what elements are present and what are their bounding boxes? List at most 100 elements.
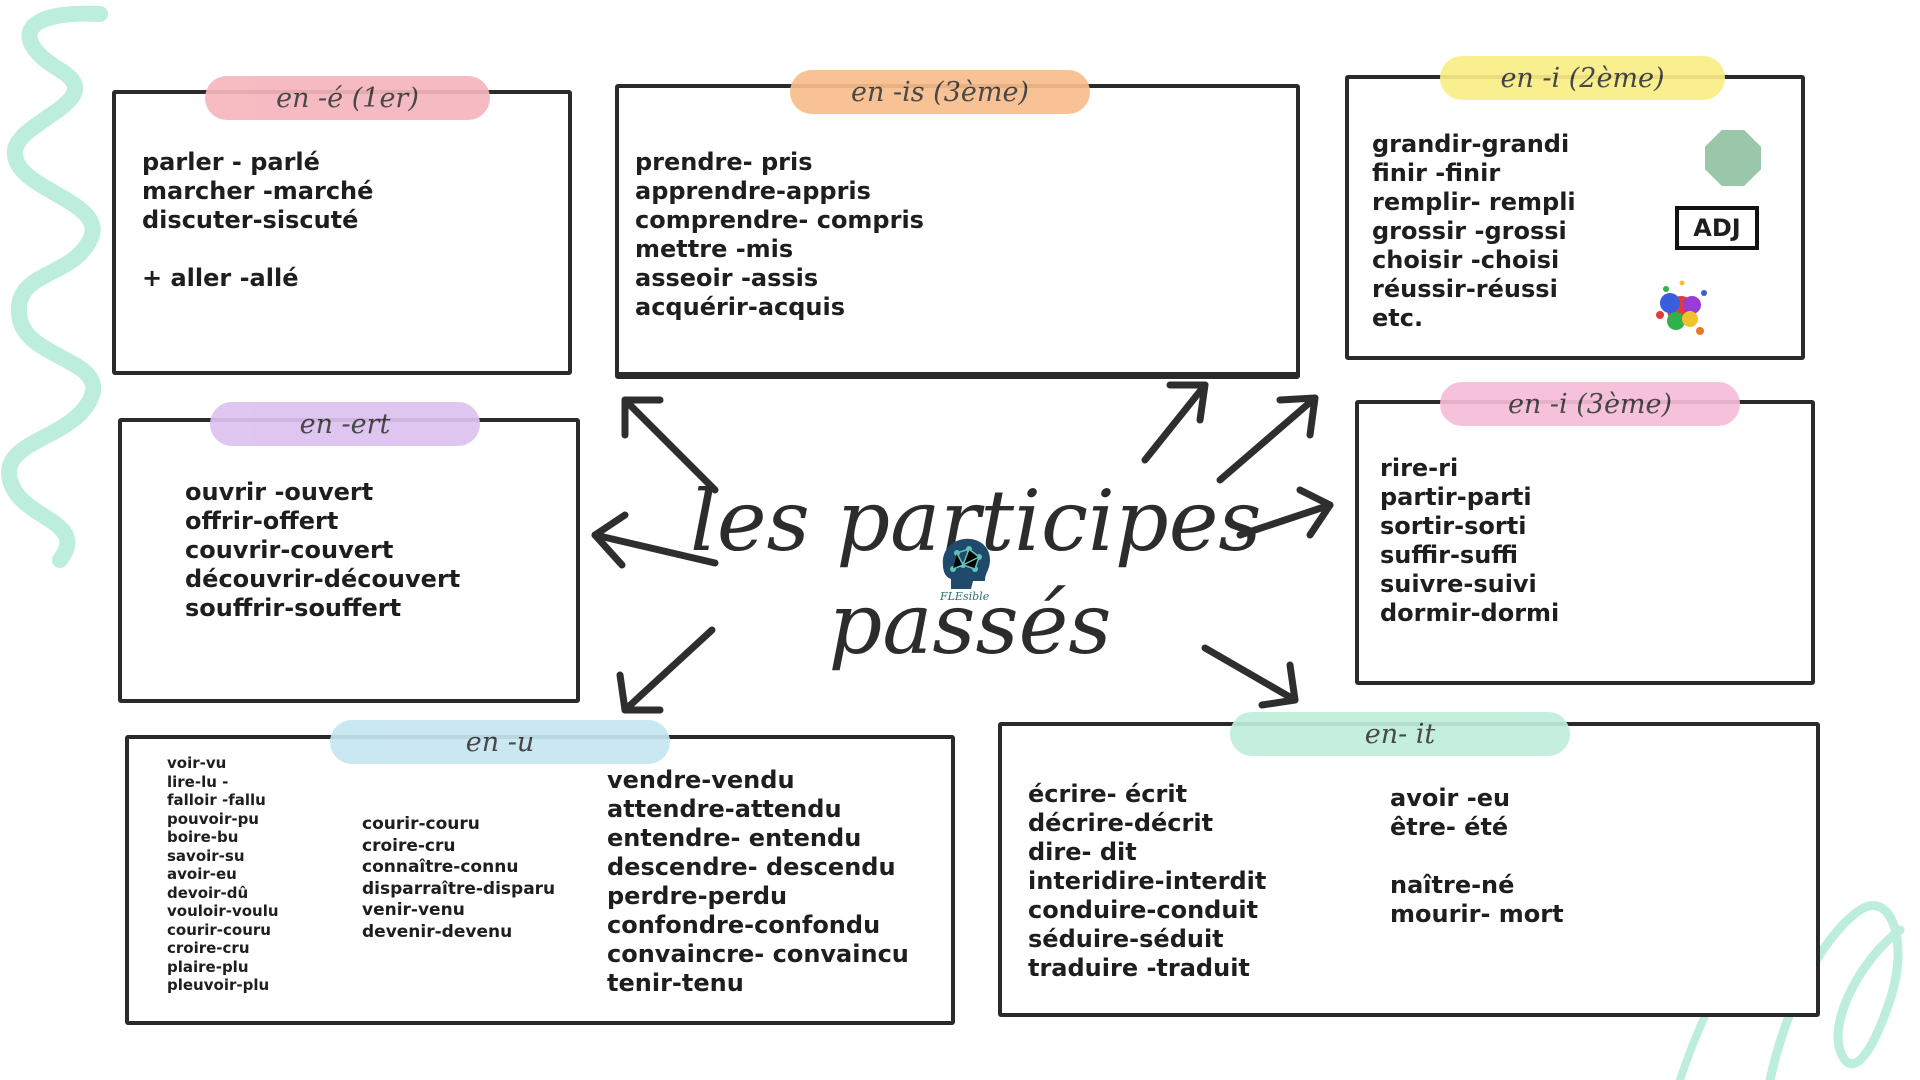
list-item: + aller -allé xyxy=(142,264,299,292)
list-item: être- été xyxy=(1390,813,1509,841)
list-item: courir-couru xyxy=(167,920,271,939)
list-item: réussir-réussi xyxy=(1372,275,1558,303)
list-item: savoir-su xyxy=(167,846,245,865)
list-item: choisir -choisi xyxy=(1372,246,1560,274)
list-item: offrir-offert xyxy=(185,507,339,535)
list-is: prendre- pris apprendre-appris comprendr… xyxy=(635,148,924,322)
list-item: etc. xyxy=(1372,304,1424,332)
list-er: parler - parlé marcher -marché discuter-… xyxy=(142,148,373,293)
label-i3: en -i (3ème) xyxy=(1440,382,1740,426)
list-item: avoir-eu xyxy=(167,865,237,883)
list-item: traduire -traduit xyxy=(1028,954,1250,982)
list-item: boire-bu xyxy=(167,828,239,846)
list-item: apprendre-appris xyxy=(635,177,871,205)
list-item: souffrir-souffert xyxy=(185,594,402,622)
logo-caption: FLEsible xyxy=(940,590,990,603)
list-item: asseoir -assis xyxy=(635,264,819,292)
label-i2: en -i (2ème) xyxy=(1440,56,1725,100)
list-item: sortir-sorti xyxy=(1380,512,1527,540)
list-item: marcher -marché xyxy=(142,177,374,205)
list-item: suffir-suffi xyxy=(1380,541,1519,569)
list-item: venir-venu xyxy=(362,900,465,920)
list-item: mourir- mort xyxy=(1390,900,1564,928)
label-er: en -é (1er) xyxy=(205,76,490,120)
list-item: parler - parlé xyxy=(142,148,320,176)
page-title-line-1: les participes xyxy=(690,472,1262,570)
arrow-to-i2-b xyxy=(1216,394,1319,484)
list-item: rire-ri xyxy=(1380,454,1459,482)
list-u-col3: vendre-vendu attendre-attendu entendre- … xyxy=(607,766,909,998)
list-item: conduire-conduit xyxy=(1028,896,1259,924)
list-item: connaître-connu xyxy=(362,857,519,877)
list-item: entendre- entendu xyxy=(607,824,862,852)
octagon-icon xyxy=(1705,130,1761,186)
list-item: comprendre- compris xyxy=(635,206,924,234)
list-item: pouvoir-pu xyxy=(167,809,259,828)
list-item: vendre-vendu xyxy=(607,766,795,794)
list-item: devoir-dû xyxy=(167,883,249,902)
list-u-col1: voir-vu lire-lu - falloir -fallu pouvoir… xyxy=(167,754,279,995)
list-u-col2: courir-couru croire-cru connaître-connu … xyxy=(362,814,555,943)
list-item: voir-vu xyxy=(167,754,227,772)
list-item: lire-lu - xyxy=(167,772,229,791)
box-it xyxy=(998,722,1820,1017)
list-item: couvrir-couvert xyxy=(185,536,394,564)
list-item: pleuvoir-plu xyxy=(167,976,270,994)
list-item: attendre-attendu xyxy=(607,795,842,823)
list-item: falloir -fallu xyxy=(167,791,266,809)
list-item: disparraître-disparu xyxy=(362,878,556,899)
list-item: grandir-grandi xyxy=(1372,130,1570,158)
list-item: croire-cru xyxy=(362,835,456,856)
list-item: courir-couru xyxy=(362,814,480,834)
list-item: convaincre- convaincu xyxy=(607,940,909,968)
box-ert xyxy=(118,418,580,703)
list-i2: grandir-grandi finir -finir remplir- rem… xyxy=(1372,130,1576,333)
list-item: acquérir-acquis xyxy=(635,293,846,321)
list-item: décrire-décrit xyxy=(1028,809,1214,837)
box-i2 xyxy=(1345,75,1805,360)
list-item: ouvrir -ouvert xyxy=(185,478,374,506)
label-u: en -u xyxy=(330,720,670,764)
list-item: finir -finir xyxy=(1372,159,1501,187)
list-item: remplir- rempli xyxy=(1372,188,1576,216)
label-is: en -is (3ème) xyxy=(790,70,1090,114)
list-it-col2: avoir -eu être- été naître-né mourir- mo… xyxy=(1390,784,1564,929)
list-item: prendre- pris xyxy=(635,148,813,176)
list-item: suivre-suivi xyxy=(1380,570,1537,598)
list-item: naître-né xyxy=(1390,871,1515,899)
list-item: mettre -mis xyxy=(635,235,794,263)
label-it: en- it xyxy=(1230,712,1570,756)
list-ert: ouvrir -ouvert offrir-offert couvrir-cou… xyxy=(185,478,460,623)
list-item: dire- dit xyxy=(1028,838,1137,866)
list-item: grossir -grossi xyxy=(1372,217,1567,245)
list-item: perdre-perdu xyxy=(607,882,788,910)
list-item: croire-cru xyxy=(167,939,250,957)
list-item: écrire- écrit xyxy=(1028,780,1188,808)
arrow-to-it xyxy=(1201,644,1299,704)
list-item: plaire-plu xyxy=(167,957,249,976)
list-item: descendre- descendu xyxy=(607,853,896,881)
list-it-col1: écrire- écrit décrire-décrit dire- dit i… xyxy=(1028,780,1266,983)
list-item: dormir-dormi xyxy=(1380,599,1560,627)
box-i3 xyxy=(1355,400,1815,685)
arrow-to-u xyxy=(621,626,716,714)
label-ert: en -ert xyxy=(210,402,480,446)
list-item: tenir-tenu xyxy=(607,969,744,997)
list-item: interidire-interdit xyxy=(1028,867,1267,895)
list-item-spacer xyxy=(1390,842,1564,871)
list-item: partir-parti xyxy=(1380,483,1532,511)
list-item: devenir-devenu xyxy=(362,921,513,942)
arrow-to-i2-a xyxy=(1141,381,1209,464)
list-item: vouloir-voulu xyxy=(167,902,279,920)
list-item: séduire-séduit xyxy=(1028,925,1224,953)
box-u xyxy=(125,735,955,1025)
list-i3: rire-ri partir-parti sortir-sorti suffir… xyxy=(1380,454,1559,628)
list-item: confondre-confondu xyxy=(607,911,881,939)
page-title-line-2: passés xyxy=(828,575,1112,673)
adj-badge: ADJ xyxy=(1675,206,1759,250)
list-item: discuter-siscuté xyxy=(142,206,359,234)
box-er xyxy=(112,90,572,375)
list-item-spacer xyxy=(142,235,373,264)
list-item: découvrir-découvert xyxy=(185,565,461,593)
list-item: avoir -eu xyxy=(1390,784,1511,812)
